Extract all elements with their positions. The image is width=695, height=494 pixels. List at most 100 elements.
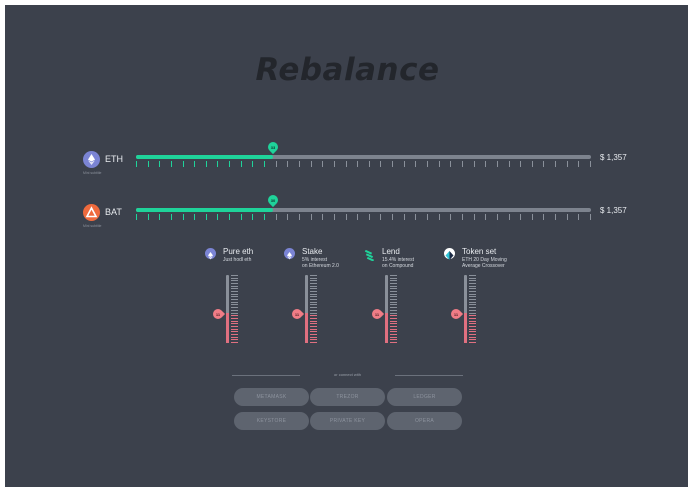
scale-tick [380,161,381,167]
scale-tick [241,214,242,220]
stake-vertical-slider[interactable] [305,275,308,343]
bat-allocation-slider[interactable] [136,208,591,212]
scale-tick [310,326,317,327]
strategy-name: Pure eth [223,247,254,256]
scale-tick [310,331,317,332]
scale-tick [231,280,238,281]
scale-tick [231,337,238,338]
scale-tick [462,214,463,220]
scale-tick [390,278,397,279]
strategy-description: Just hodl eth [223,257,252,263]
scale-tick [136,214,137,220]
scale-tick [390,288,397,289]
scale-tick [469,337,476,338]
scale-tick [392,161,393,167]
scale-tick [390,326,397,327]
trezor-button[interactable]: TREZOR [310,388,385,406]
scale-tick [217,214,218,220]
slider-scale [310,275,317,343]
scale-tick [311,214,312,220]
scale-tick [392,214,393,220]
scale-tick [469,294,476,295]
scale-tick [390,304,397,305]
scale-tick [231,315,238,316]
scale-tick [578,214,579,220]
scale-tick [231,278,238,279]
scale-tick [310,339,317,340]
scale-tick [231,291,238,292]
ethereum-icon [205,248,216,260]
scale-tick [231,329,238,330]
scale-tick [346,214,347,220]
pure-eth-vertical-slider[interactable] [226,275,229,343]
scale-tick [310,286,317,287]
scale-tick [310,291,317,292]
strategy-name: Lend [382,247,400,256]
scale-tick [231,283,238,284]
scale-tick [334,161,335,167]
eth-allocation-slider[interactable] [136,155,591,159]
strategy-name: Token set [462,247,497,256]
metamask-button[interactable]: METAMASK [234,388,309,406]
scale-tick [415,214,416,220]
scale-tick [390,296,397,297]
scale-tick [497,214,498,220]
scale-tick [485,214,486,220]
scale-tick [404,214,405,220]
scale-tick [469,323,476,324]
slider-scale [469,275,476,343]
scale-tick [252,214,253,220]
scale-tick [310,278,317,279]
scale-tick [390,307,397,308]
scale-tick [520,161,521,167]
keystore-button[interactable]: KEYSTORE [234,412,309,430]
scale-tick [485,161,486,167]
scale-tick [497,161,498,167]
asset-subtitle: Mini subtitle [83,224,102,228]
lend-vertical-slider[interactable] [385,275,388,343]
scale-tick [390,302,397,303]
slider-value: 11 [294,312,300,317]
scale-tick [390,291,397,292]
slider-fill [136,208,273,212]
token-set-vertical-slider[interactable] [464,275,467,343]
scale-tick [231,275,238,276]
scale-tick [310,342,317,343]
scale-tick [390,342,397,343]
scale-tick [310,294,317,295]
scale-tick [390,313,397,314]
slider-low-fill [305,313,308,343]
scale-tick [390,275,397,276]
scale-tick [310,337,317,338]
scale-tick [390,339,397,340]
scale-tick [310,307,317,308]
scale-tick [469,331,476,332]
scale-tick [469,329,476,330]
scale-tick [322,214,323,220]
scale-tick [469,321,476,322]
scale-tick [148,161,149,167]
scale-tick [231,331,238,332]
scale-tick [299,161,300,167]
slider-low-fill [385,313,388,343]
scale-tick [439,214,440,220]
scale-tick [231,339,238,340]
ledger-button[interactable]: LEDGER [387,388,462,406]
scale-tick [231,313,238,314]
connect-label: or connect with [334,372,361,377]
scale-tick [469,313,476,314]
scale-tick [469,283,476,284]
private-key-button[interactable]: PRIVATE KEY [310,412,385,430]
scale-tick [469,315,476,316]
scale-tick [206,161,207,167]
scale-tick [231,288,238,289]
opera-button[interactable]: OPERA [387,412,462,430]
scale-tick [390,337,397,338]
ethereum-icon [83,151,100,168]
scale-tick [469,288,476,289]
scale-tick [231,307,238,308]
scale-tick [543,214,544,220]
scale-tick [310,334,317,335]
